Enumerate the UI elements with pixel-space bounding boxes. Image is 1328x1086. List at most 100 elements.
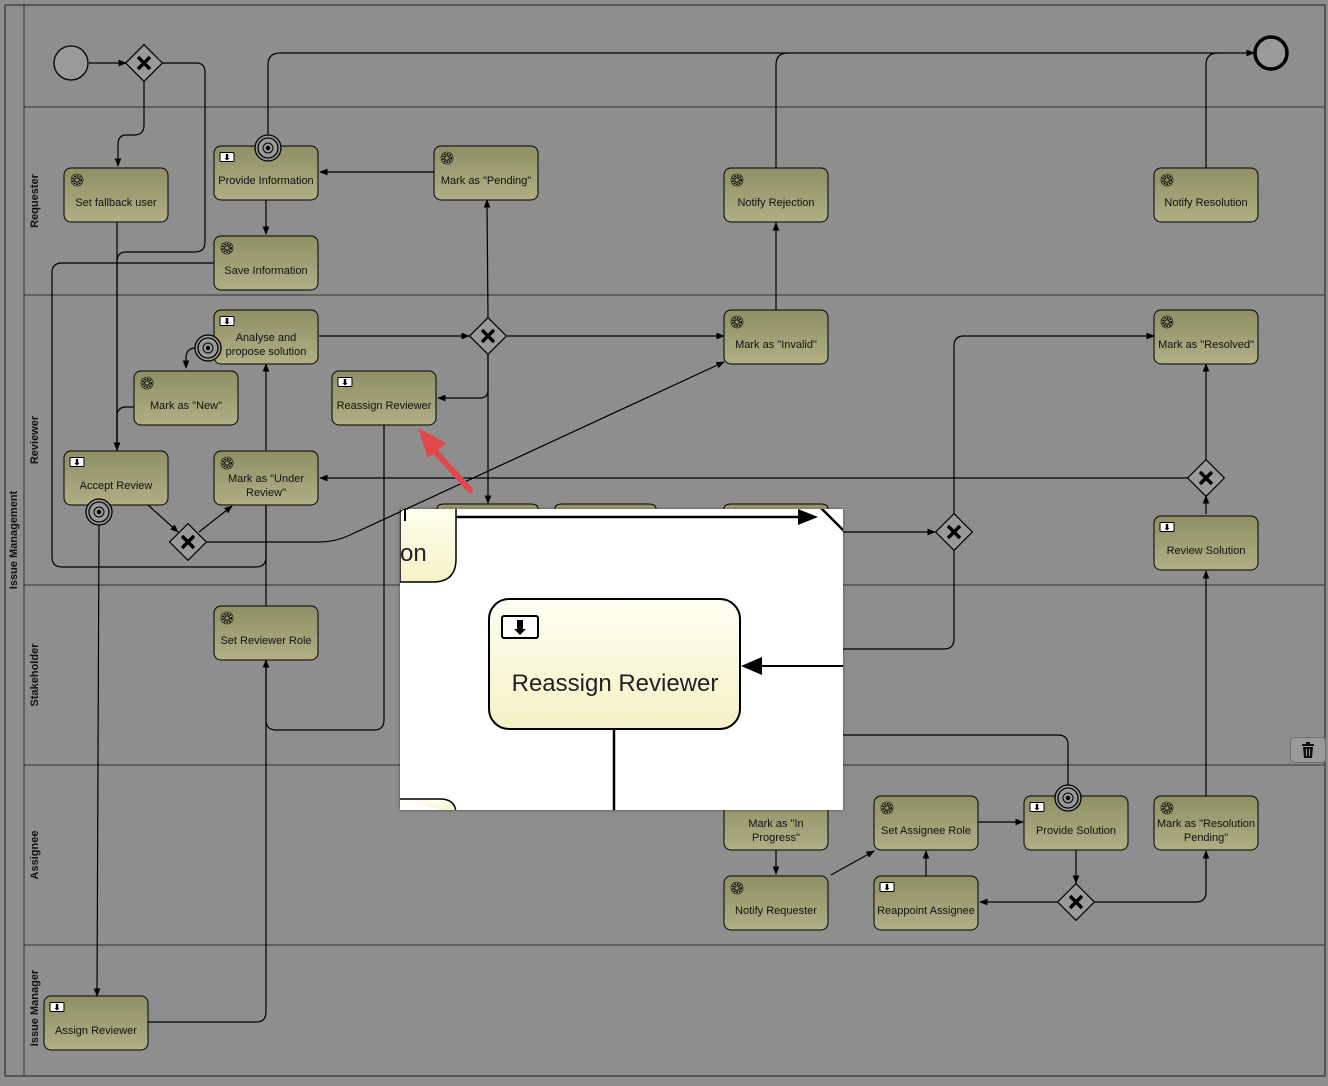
task-set-reviewer-role[interactable]: Set Reviewer Role: [213, 605, 319, 661]
task-notify-rejection[interactable]: Notify Rejection: [723, 167, 829, 223]
flow[interactable]: [843, 550, 955, 650]
task-set-assignee-role[interactable]: Set Assignee Role: [873, 795, 979, 851]
task-review-solution[interactable]: Review Solution: [1153, 515, 1259, 571]
exclusive-gateway[interactable]: [124, 43, 164, 83]
task-provide-information[interactable]: Provide Information: [213, 145, 319, 201]
sequence-flows: [51, 49, 1255, 1023]
task-label: Analyse and: [236, 332, 297, 344]
flow[interactable]: [206, 361, 725, 543]
user-task-icon: [1029, 802, 1045, 812]
flow[interactable]: [483, 199, 491, 319]
pool-label: Issue Management: [8, 490, 20, 589]
task-label: Review": [246, 487, 286, 499]
task-label: Mark as "Invalid": [735, 339, 817, 351]
flow[interactable]: [114, 81, 145, 167]
task-label: Notify Requester: [735, 905, 817, 917]
lane-label-issue-manager: Issue Manager: [29, 969, 41, 1046]
task-label: Mark as "Resolved": [1158, 339, 1254, 351]
task-mark-resolution-pending[interactable]: Mark as "Resolution Pending": [1153, 795, 1259, 851]
task-notify-resolution[interactable]: Notify Resolution: [1153, 167, 1259, 223]
flow[interactable]: [51, 262, 267, 568]
task-label: Reassign Reviewer: [337, 400, 432, 412]
task-mark-under-review[interactable]: Mark as "Under Review": [213, 450, 319, 506]
task-accept-review[interactable]: Accept Review: [63, 450, 169, 506]
start-event[interactable]: [53, 45, 89, 81]
task-mark-invalid[interactable]: Mark as "Invalid": [723, 309, 829, 365]
exclusive-gateway[interactable]: [1056, 882, 1096, 922]
task-assign-reviewer[interactable]: Assign Reviewer: [43, 995, 149, 1051]
task-mark-new[interactable]: Mark as "New": [133, 370, 239, 426]
exclusive-gateway[interactable]: [468, 316, 508, 356]
pointer-arrow-icon: [418, 428, 473, 493]
user-task-icon: [501, 615, 539, 639]
task-label: Mark as "Under: [228, 473, 304, 485]
boundary-timer-event[interactable]: [254, 134, 282, 162]
flow[interactable]: [148, 660, 267, 1023]
user-task-icon: [69, 457, 85, 467]
task-label: Notify Rejection: [737, 197, 814, 209]
zoom-inset-diagram: on Reassign Reviewer: [400, 509, 843, 810]
trash-icon: [1302, 742, 1314, 758]
task-label: Save Information: [224, 265, 307, 277]
flow[interactable]: [93, 524, 101, 997]
end-event[interactable]: [1253, 35, 1289, 71]
delete-button[interactable]: [1290, 737, 1326, 763]
task-label: Mark as "In: [748, 818, 803, 830]
flow[interactable]: [775, 52, 789, 168]
lane-label-assignee: Assignee: [29, 831, 41, 880]
task-mark-resolved[interactable]: Mark as "Resolved": [1153, 309, 1259, 365]
user-task-icon: [219, 316, 235, 326]
boundary-timer-event[interactable]: [194, 334, 222, 362]
task-save-information[interactable]: Save Information: [213, 235, 319, 291]
task-label: Review Solution: [1167, 545, 1246, 557]
flow[interactable]: [113, 62, 206, 451]
task-label: Provide Information: [218, 175, 313, 187]
task-notify-requester[interactable]: Notify Requester: [723, 875, 829, 931]
task-label: Mark as "Resolution: [1157, 818, 1255, 830]
user-task-icon: [337, 377, 353, 387]
lane-label-requester: Requester: [29, 173, 41, 228]
task-reappoint-assignee[interactable]: Reappoint Assignee: [873, 875, 979, 931]
flow[interactable]: [147, 504, 179, 533]
boundary-timer-event[interactable]: [85, 498, 113, 526]
task-analyse-and-propose-solution[interactable]: Analyse and propose solution: [213, 309, 319, 365]
user-task-icon: [1159, 522, 1175, 532]
task-label: Assign Reviewer: [55, 1025, 137, 1037]
exclusive-gateway[interactable]: [934, 512, 974, 552]
flow[interactable]: [953, 332, 1155, 514]
task-label: Accept Review: [80, 480, 153, 492]
task-label: Set Assignee Role: [881, 825, 971, 837]
user-task-icon: [49, 1002, 65, 1012]
task-label: Set Reviewer Role: [220, 635, 311, 647]
lane-label-stakeholder: Stakeholder: [29, 643, 41, 707]
task-label: Mark as "Pending": [441, 175, 531, 187]
task-label: Reappoint Assignee: [877, 905, 975, 917]
task-label: propose solution: [226, 346, 307, 358]
user-task-icon: [879, 882, 895, 892]
exclusive-gateway[interactable]: [1186, 458, 1226, 498]
boundary-timer-event[interactable]: [1054, 784, 1082, 812]
exclusive-gateway[interactable]: [168, 522, 208, 562]
flow[interactable]: [182, 347, 197, 369]
zoom-partial-task[interactable]: [400, 509, 457, 583]
task-label: Pending": [1184, 832, 1228, 844]
task-reassign-reviewer[interactable]: Reassign Reviewer: [331, 370, 437, 426]
task-label: Mark as "New": [150, 400, 222, 412]
flow[interactable]: [843, 734, 1069, 785]
flow[interactable]: [1094, 850, 1210, 903]
lane-label-reviewer: Reviewer: [29, 415, 41, 464]
flow[interactable]: [830, 850, 875, 876]
task-provide-solution[interactable]: Provide Solution: [1023, 795, 1129, 851]
task-mark-pending[interactable]: Mark as "Pending": [433, 145, 539, 201]
user-task-icon: [219, 152, 235, 162]
task-set-fallback-user[interactable]: Set fallback user: [63, 167, 169, 223]
task-label: Progress": [752, 832, 800, 844]
task-label: Provide Solution: [1036, 825, 1116, 837]
task-label: Set fallback user: [75, 197, 157, 209]
flow[interactable]: [1205, 52, 1219, 168]
flow[interactable]: [267, 49, 1255, 135]
flow[interactable]: [113, 406, 134, 451]
flow[interactable]: [198, 505, 233, 533]
